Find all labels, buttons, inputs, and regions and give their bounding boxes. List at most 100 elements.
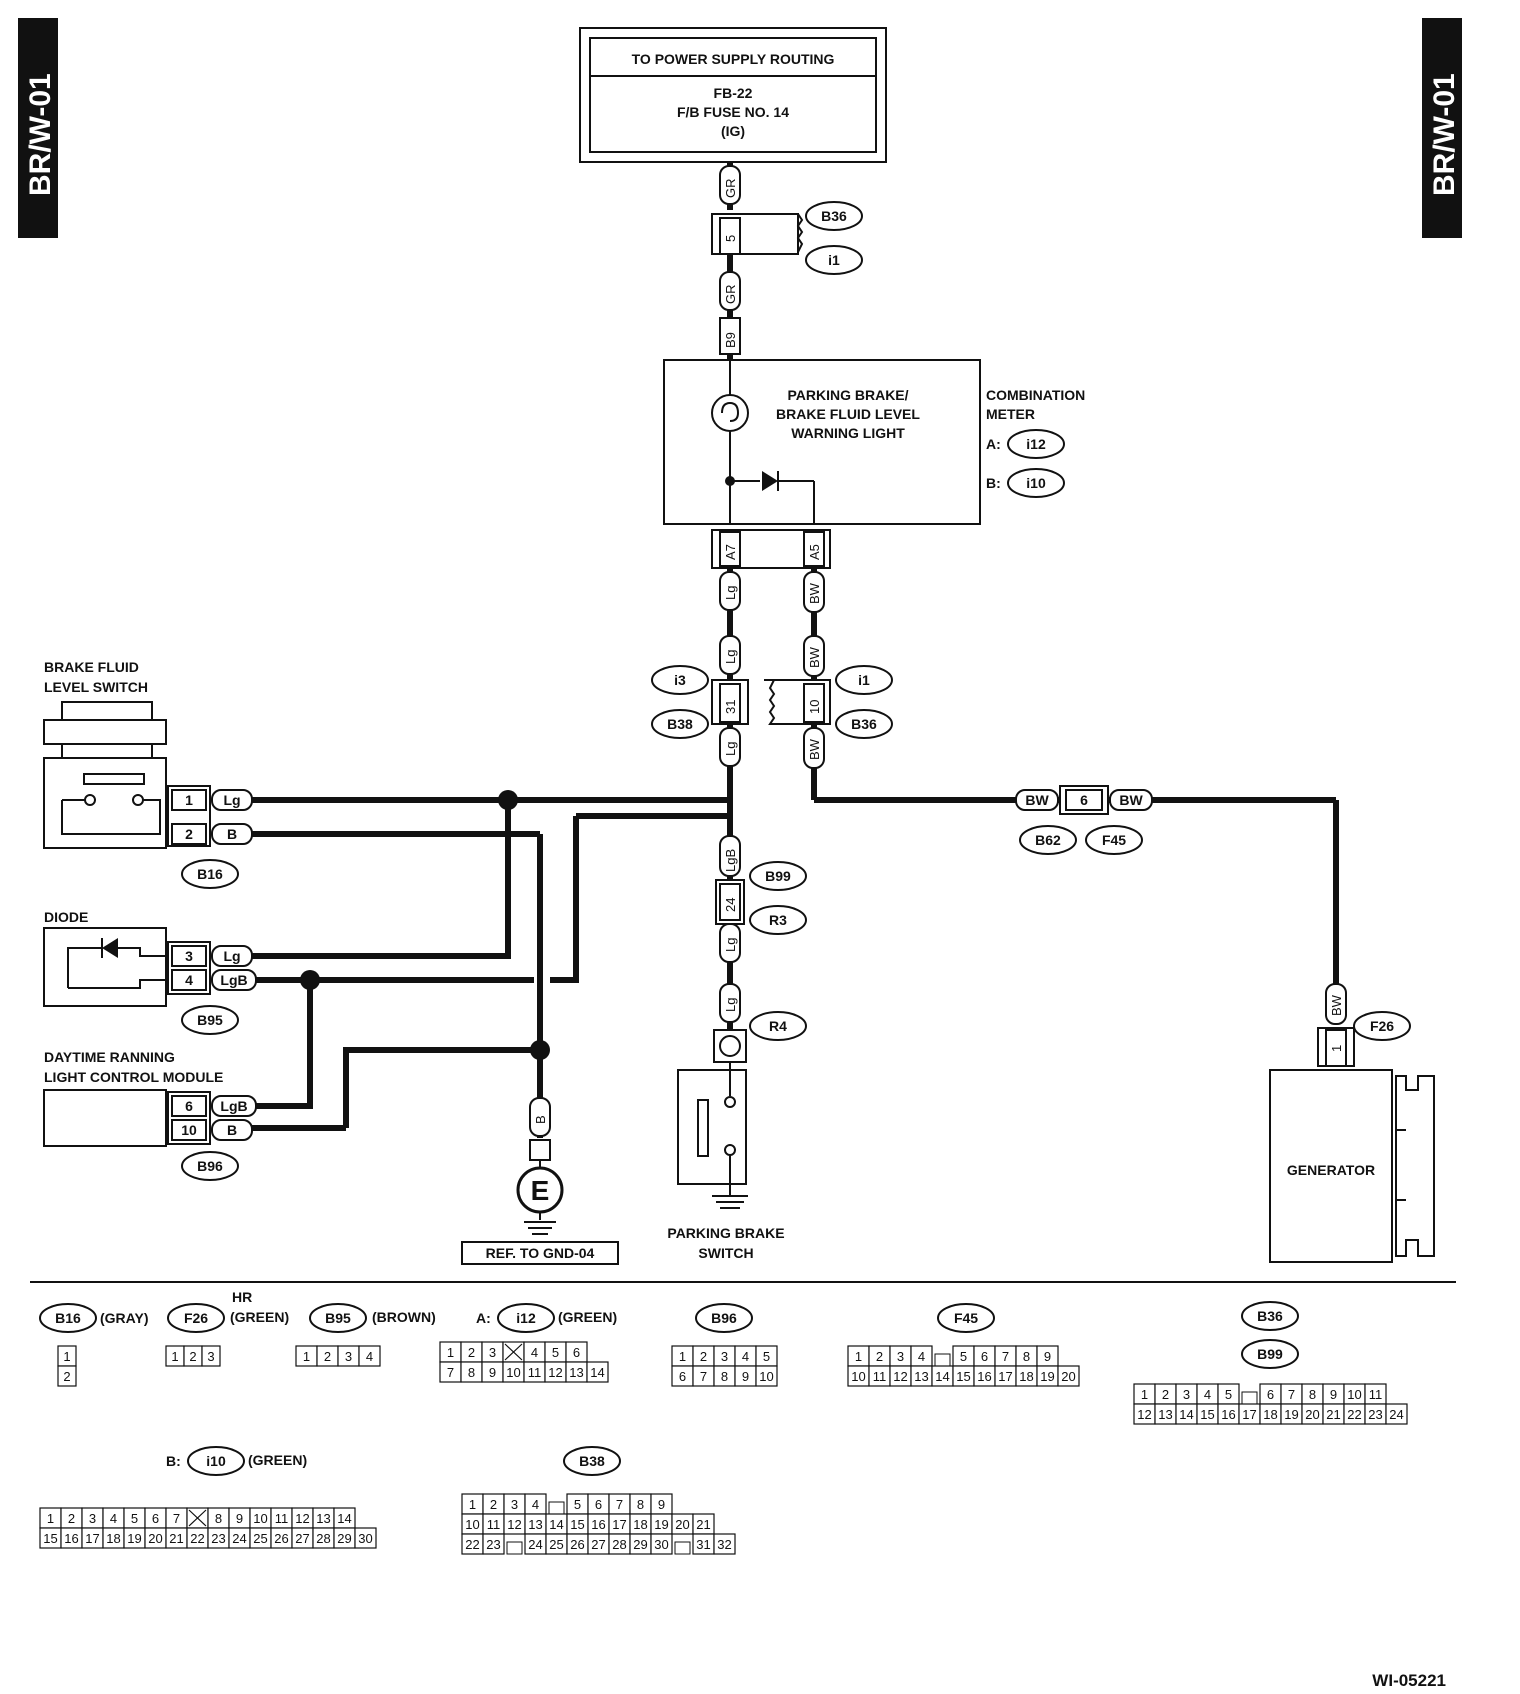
svg-text:GENERATOR: GENERATOR [1287, 1162, 1375, 1178]
svg-text:LgB: LgB [220, 972, 247, 988]
meter-conn-a-prefix: A: [986, 436, 1001, 452]
pin-number: 9 [742, 1369, 749, 1384]
pin-number: 19 [127, 1531, 141, 1546]
pin-number: 19 [654, 1517, 668, 1532]
pin-gap [1241, 1391, 1258, 1405]
svg-text:REF. TO GND-04: REF. TO GND-04 [486, 1245, 595, 1261]
svg-text:10: 10 [807, 700, 822, 714]
pin-number: 10 [506, 1365, 520, 1380]
pin-number: 21 [1326, 1407, 1340, 1422]
pin-number: 1 [63, 1349, 70, 1364]
pin-number: 10 [465, 1517, 479, 1532]
legend-b16: B16 (GRAY) [39, 1303, 149, 1333]
drl-label-1: DAYTIME RANNING [44, 1049, 175, 1065]
pin-number: 22 [1347, 1407, 1361, 1422]
generator: GENERATOR [1269, 1069, 1435, 1263]
pin-number: 25 [253, 1531, 267, 1546]
pin-number: 1 [469, 1497, 476, 1512]
pin-number: 2 [63, 1369, 70, 1384]
wire-tag-lg-3: Lg [719, 727, 741, 767]
fuse-ign: (IG) [721, 123, 745, 139]
pin-number: 3 [345, 1349, 352, 1364]
pin-number: 5 [574, 1497, 581, 1512]
label-b95: B95 [181, 1005, 239, 1035]
label-r3: R3 [749, 905, 807, 935]
pin-number: 6 [573, 1345, 580, 1360]
meter-conn-b-prefix: B: [986, 475, 1001, 491]
pin-number: 30 [358, 1531, 372, 1546]
pin-number: 17 [85, 1531, 99, 1546]
connector-f26-pin1: 1 [1317, 1027, 1355, 1067]
label-b36-top: B36 [805, 201, 863, 231]
svg-text:(BROWN): (BROWN) [372, 1309, 436, 1325]
pin-number: 11 [873, 1369, 887, 1384]
pin-number: 5 [1225, 1387, 1232, 1402]
pin-number: 10 [253, 1511, 267, 1526]
combination-meter: PARKING BRAKE/ BRAKE FLUID LEVEL WARNING… [663, 359, 981, 525]
svg-text:F26: F26 [184, 1310, 208, 1326]
pin-number: 18 [106, 1531, 120, 1546]
legend-b36: B36 [1241, 1301, 1299, 1331]
svg-text:B99: B99 [1257, 1346, 1283, 1362]
legend-b96: B96 [695, 1303, 753, 1333]
pin-number: 23 [486, 1537, 500, 1552]
svg-text:i10: i10 [1026, 475, 1046, 491]
pin-number: 20 [1061, 1369, 1075, 1384]
svg-text:BW: BW [807, 646, 822, 668]
pin-number: 12 [1137, 1407, 1151, 1422]
label-b38: B38 [651, 709, 709, 739]
pin-cell [358, 1345, 381, 1367]
meter-pin-b9: B9 [719, 317, 741, 355]
pin-number: 14 [549, 1517, 563, 1532]
pin-cell [586, 1361, 609, 1383]
parking-brake-switch [677, 1029, 748, 1209]
pin-number: 3 [511, 1497, 518, 1512]
pin-number: 5 [960, 1349, 967, 1364]
pin-number: 12 [507, 1517, 521, 1532]
svg-text:Lg: Lg [723, 938, 738, 952]
label-i10: i10 [1007, 468, 1065, 498]
pin-gap [934, 1353, 951, 1367]
pin-number: 4 [1204, 1387, 1211, 1402]
connector-b62-f45-pin6: 6 [1059, 785, 1109, 815]
pin-number: 1 [171, 1349, 178, 1364]
label-i3: i3 [651, 665, 709, 695]
pin-number: 2 [876, 1349, 883, 1364]
svg-text:A:: A: [476, 1310, 491, 1326]
pin-number: 12 [893, 1369, 907, 1384]
pin-number: 17 [612, 1517, 626, 1532]
label-r4: R4 [749, 1011, 807, 1041]
wire-tag-bw-b62: BW [1015, 789, 1059, 811]
legend-i12: A: i12 (GREEN) [476, 1303, 617, 1333]
figure-id: WI-05221 [1372, 1671, 1446, 1690]
pin-number: 8 [637, 1497, 644, 1512]
pin-number: 8 [468, 1365, 475, 1380]
wire-tag-bw-3: BW [803, 727, 825, 769]
svg-text:i12: i12 [516, 1310, 536, 1326]
svg-text:WARNING LIGHT: WARNING LIGHT [791, 425, 905, 441]
svg-text:B: B [227, 1122, 237, 1138]
svg-text:BRAKE FLUID LEVEL: BRAKE FLUID LEVEL [776, 406, 920, 422]
pin-cell [482, 1533, 505, 1555]
pin-number: 18 [1019, 1369, 1033, 1384]
svg-text:6: 6 [1080, 792, 1088, 808]
pin-number: 11 [528, 1365, 542, 1380]
legend-b99: B99 [1241, 1339, 1299, 1369]
svg-text:LgB: LgB [220, 1098, 247, 1114]
svg-text:B36: B36 [1257, 1308, 1283, 1324]
svg-text:B16: B16 [55, 1310, 81, 1326]
connector-b38-pin31: 31 [711, 679, 749, 725]
pin-number: 5 [552, 1345, 559, 1360]
pin-number: 8 [215, 1511, 222, 1526]
svg-text:i12: i12 [1026, 436, 1046, 452]
pin-number: 1 [1141, 1387, 1148, 1402]
pin-number: 6 [981, 1349, 988, 1364]
pin-number: 7 [173, 1511, 180, 1526]
wire-tag-lg-b95: Lg [211, 945, 253, 967]
svg-text:B:: B: [166, 1453, 181, 1469]
svg-text:i10: i10 [206, 1453, 226, 1469]
pin-number: 11 [1369, 1387, 1383, 1402]
